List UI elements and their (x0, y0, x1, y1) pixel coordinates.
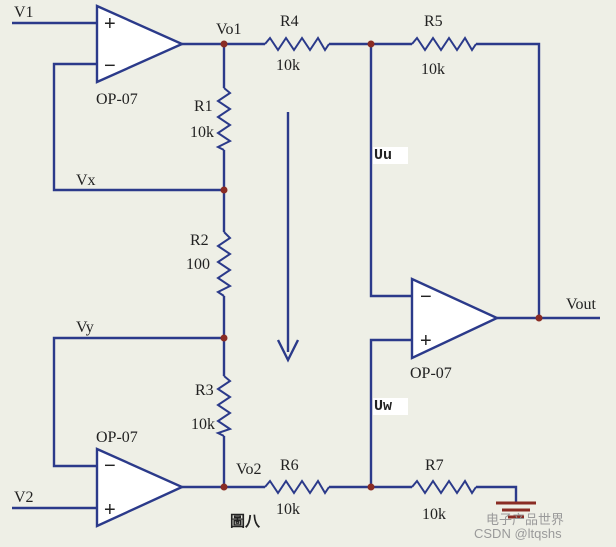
u3-model-label: OP-07 (410, 365, 452, 382)
op-amp-u3: − + (410, 277, 500, 360)
wire-r7-ground (476, 485, 518, 503)
u1-plus-sign: + (104, 13, 116, 35)
resistor-r6 (264, 479, 330, 495)
u2-minus-sign: − (104, 455, 116, 477)
op-amp-u2: − + (95, 447, 185, 528)
r7-value: 10k (422, 506, 446, 523)
figure-caption: 圖八 (230, 512, 261, 530)
r4-name: R4 (280, 13, 299, 30)
wire-u3-inverting (369, 44, 412, 298)
label-v1: V1 (14, 4, 34, 21)
u3-plus-sign: + (420, 330, 432, 352)
u1-minus-sign: − (104, 55, 116, 77)
r5-name: R5 (424, 13, 443, 30)
label-vo1: Vo1 (216, 21, 242, 38)
label-uw: Uw (373, 398, 409, 415)
node-r6-r7 (367, 483, 375, 491)
label-vo2: Vo2 (236, 461, 262, 478)
label-vout: Vout (566, 296, 596, 313)
resistor-r5 (411, 36, 477, 52)
wire-u3-noninverting (369, 338, 412, 487)
r6-name: R6 (280, 457, 299, 474)
resistor-r7 (411, 479, 477, 495)
r2-name: R2 (190, 232, 209, 249)
op-amp-u1: + − (95, 4, 185, 84)
node-vx (220, 186, 228, 194)
u2-plus-sign: + (104, 499, 116, 521)
watermark: CSDN @ltqshs (474, 526, 562, 541)
label-vx: Vx (76, 172, 96, 189)
r6-value: 10k (276, 501, 300, 518)
label-vy: Vy (76, 319, 94, 336)
r5-value: 10k (421, 61, 445, 78)
resistor-r4 (264, 36, 330, 52)
wire-r5-feedback (476, 42, 541, 318)
node-vo1 (220, 40, 228, 48)
wire-u1-feedback (52, 62, 224, 192)
resistor-r3 (215, 375, 233, 437)
r1-name: R1 (194, 98, 213, 115)
resistor-r2 (216, 231, 232, 297)
r7-name: R7 (425, 457, 444, 474)
u1-model-label: OP-07 (96, 91, 138, 108)
r4-value: 10k (276, 57, 300, 74)
r3-name: R3 (195, 382, 214, 399)
wire-u2-feedback (52, 336, 224, 468)
watermark-overlay: 电子产品世界 (486, 512, 565, 527)
ground-symbol (496, 501, 536, 519)
label-v2: V2 (14, 489, 34, 506)
r1-value: 10k (190, 124, 214, 141)
r2-value: 100 (186, 256, 210, 273)
resistor-r1 (215, 87, 232, 151)
u3-minus-sign: − (420, 286, 432, 308)
label-uu: Uu (373, 147, 409, 164)
node-vy (220, 334, 228, 342)
u2-model-label: OP-07 (96, 429, 138, 446)
resistors (215, 36, 477, 495)
current-arrow (276, 112, 300, 363)
node-r4-r5 (367, 40, 375, 48)
node-vo2 (220, 483, 228, 491)
junction-nodes (220, 40, 543, 491)
r3-value: 10k (191, 416, 215, 433)
node-vout (535, 314, 543, 322)
